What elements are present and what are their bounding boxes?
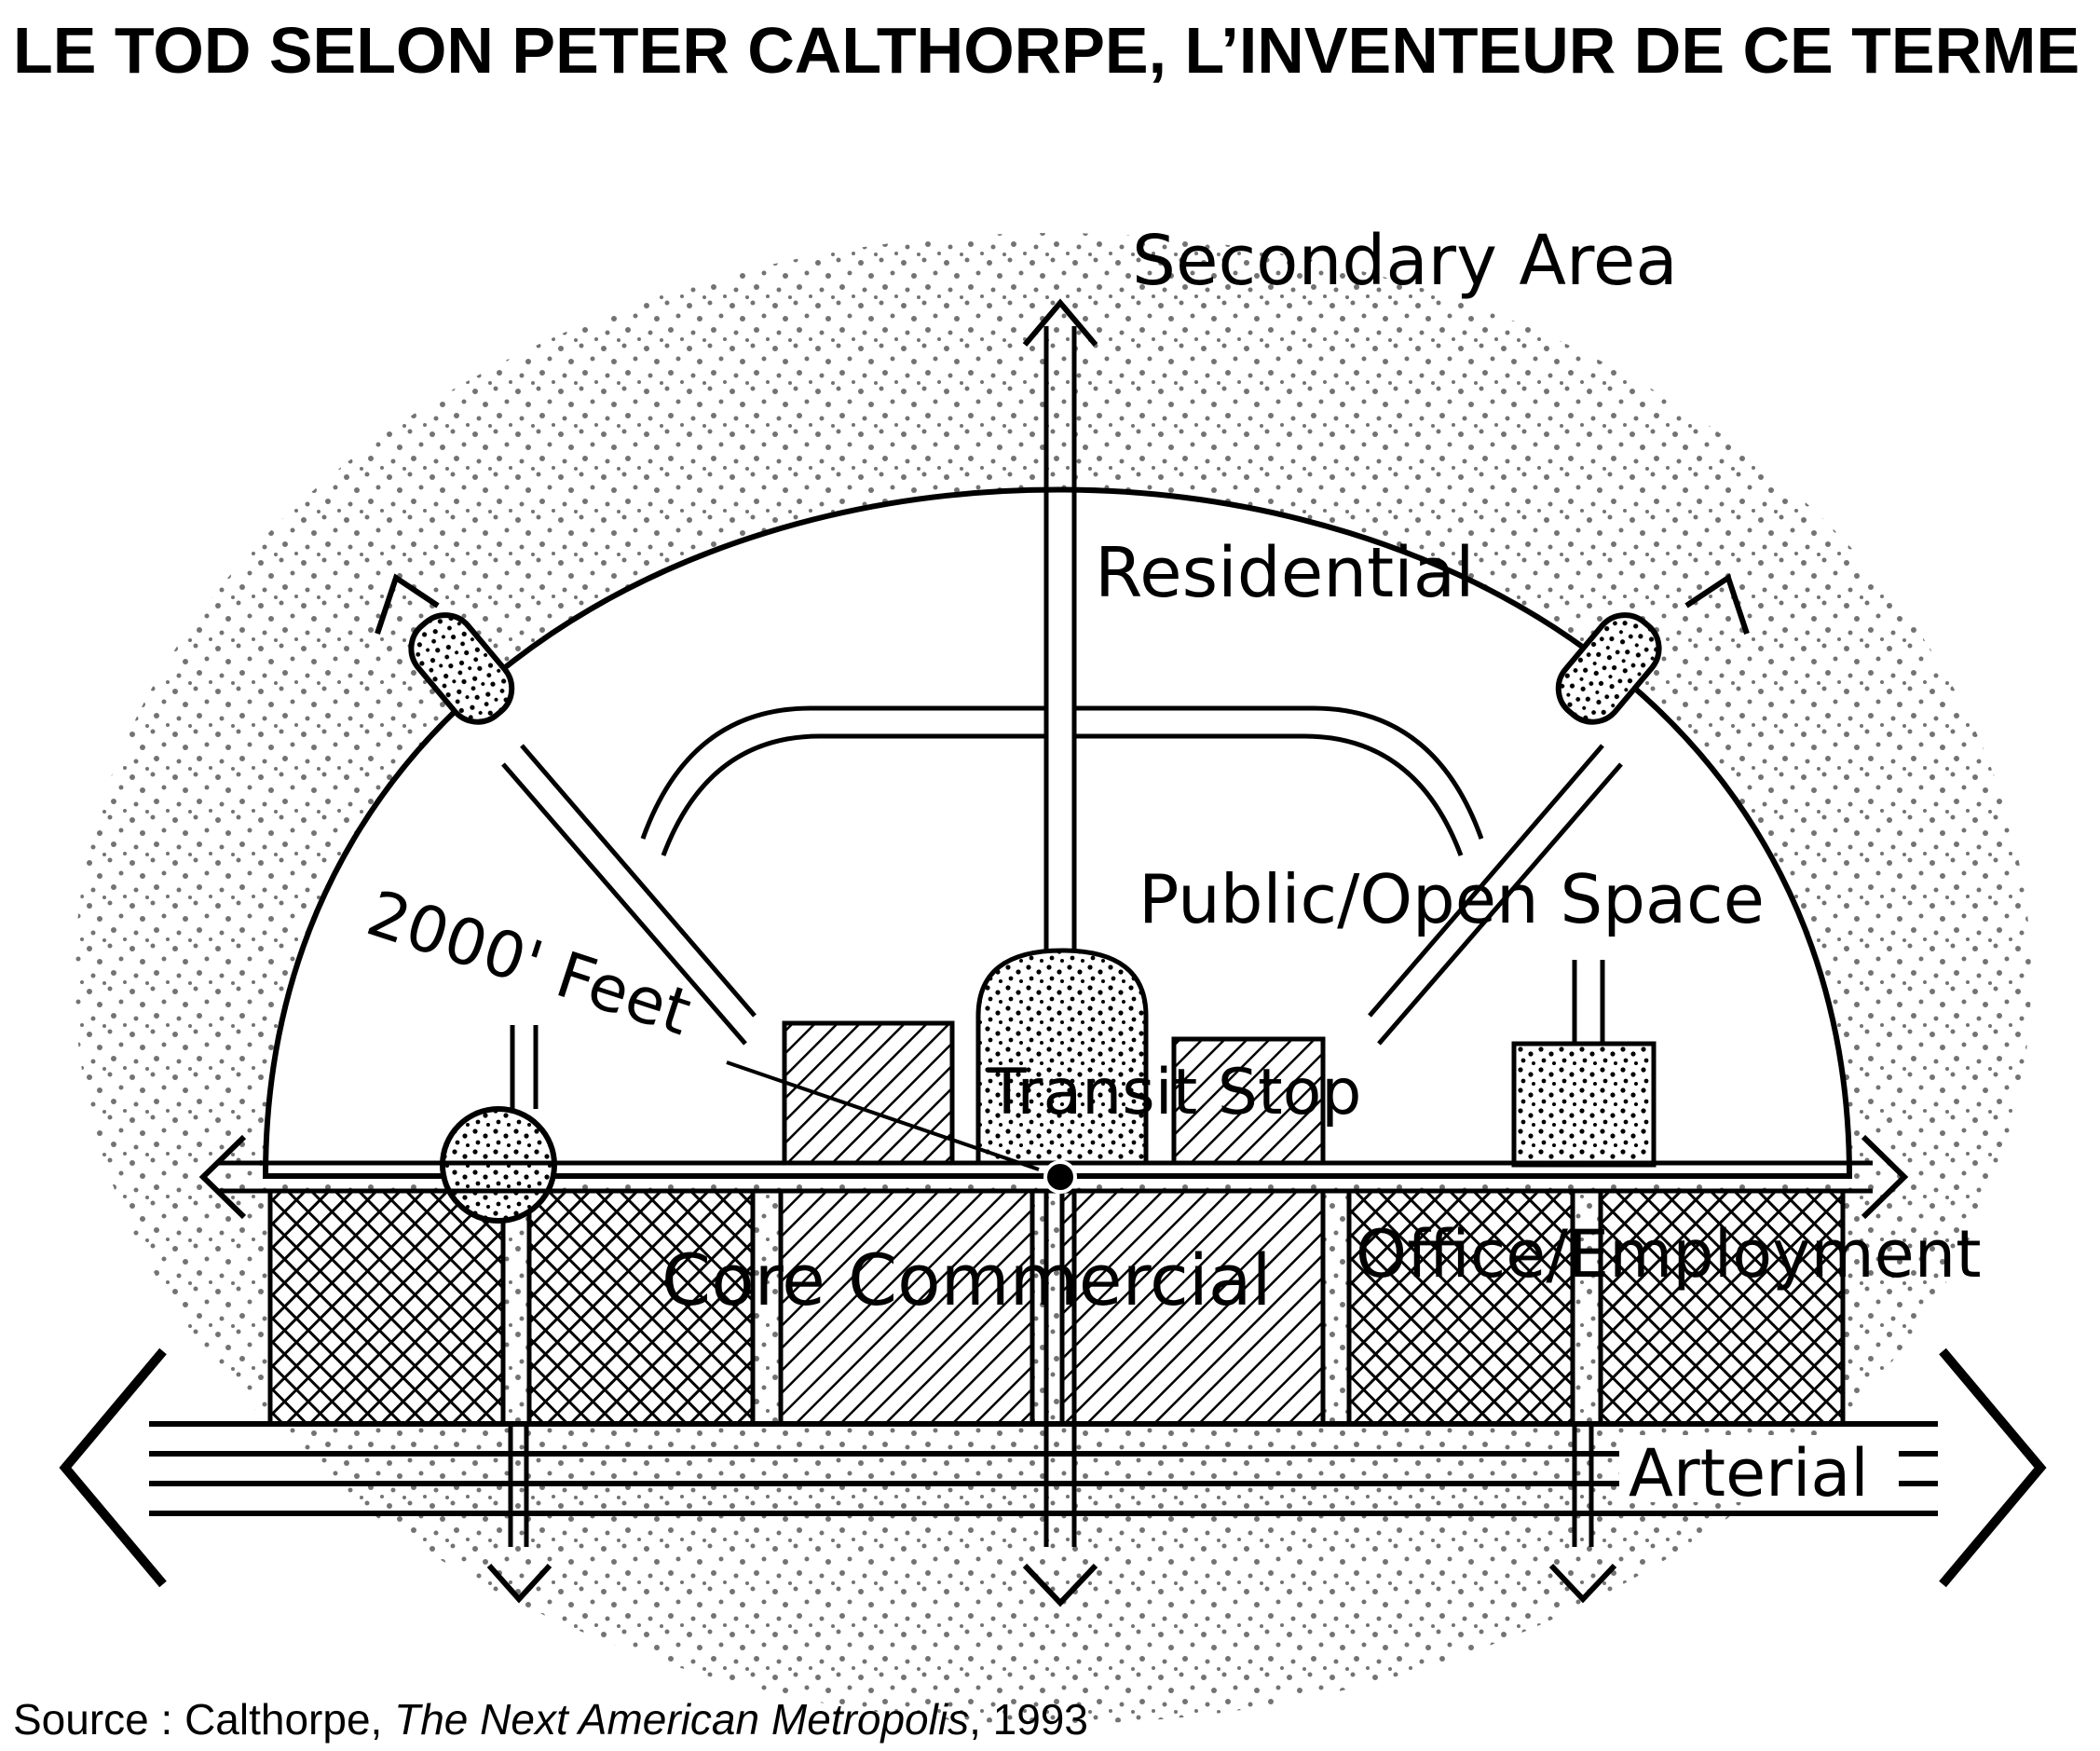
label-office-employment: Office/Employment xyxy=(1356,1216,1982,1293)
label-public-open-space: Public/Open Space xyxy=(1139,860,1765,938)
arrow-left xyxy=(198,1134,247,1220)
page-title: LE TOD SELON PETER CALTHORPE, L’INVENTEU… xyxy=(13,14,2080,87)
direction-arrows xyxy=(198,298,1909,1607)
source-suffix: , 1993 xyxy=(969,1695,1088,1744)
office-block-1 xyxy=(1346,1188,1575,1427)
source-prefix: Source : Calthorpe, xyxy=(13,1695,395,1744)
transit-plaza xyxy=(975,948,1149,1166)
residential-block-left-2 xyxy=(526,1188,756,1427)
arrow-up xyxy=(1022,298,1098,347)
arrow-top-left xyxy=(375,573,440,635)
label-secondary-area: Secondary Area xyxy=(1132,221,1678,301)
core-commercial-block-4 xyxy=(1171,1036,1326,1166)
park-pod-left xyxy=(408,612,515,725)
arrow-right xyxy=(1861,1134,1909,1220)
label-arterial: Arterial xyxy=(1629,1435,1869,1512)
label-transit-stop: Transit Stop xyxy=(987,1056,1361,1129)
label-residential: Residential xyxy=(1095,533,1475,613)
park-pod-right xyxy=(1555,612,1662,725)
public-square xyxy=(1511,1041,1657,1168)
transit-stop-marker xyxy=(1043,1160,1077,1194)
arterial-road xyxy=(59,1347,2047,1588)
source-book-title: The Next American Metropolis xyxy=(394,1695,970,1744)
tod-boundary-arc xyxy=(262,486,1853,1179)
arrow-top-right xyxy=(1684,573,1750,635)
arterial-arrow-right xyxy=(1939,1347,2047,1588)
arterial-label-backdrop xyxy=(1619,1435,1899,1502)
zones xyxy=(267,612,1846,1427)
office-block-2 xyxy=(1598,1188,1846,1427)
residential-block-left-1 xyxy=(267,1188,506,1427)
arterial-arrow-left xyxy=(59,1347,167,1588)
arrow-down-right xyxy=(1548,1563,1617,1604)
core-commercial-block-3 xyxy=(782,1020,955,1166)
streets xyxy=(219,326,1873,1547)
distance-leader-line xyxy=(726,1060,1040,1171)
arrow-down-center xyxy=(1022,1563,1098,1607)
arrow-down-left xyxy=(486,1563,552,1604)
label-core-commercial: Core Commercial xyxy=(661,1238,1272,1321)
source-citation: Source : Calthorpe, The Next American Me… xyxy=(13,1694,1088,1744)
